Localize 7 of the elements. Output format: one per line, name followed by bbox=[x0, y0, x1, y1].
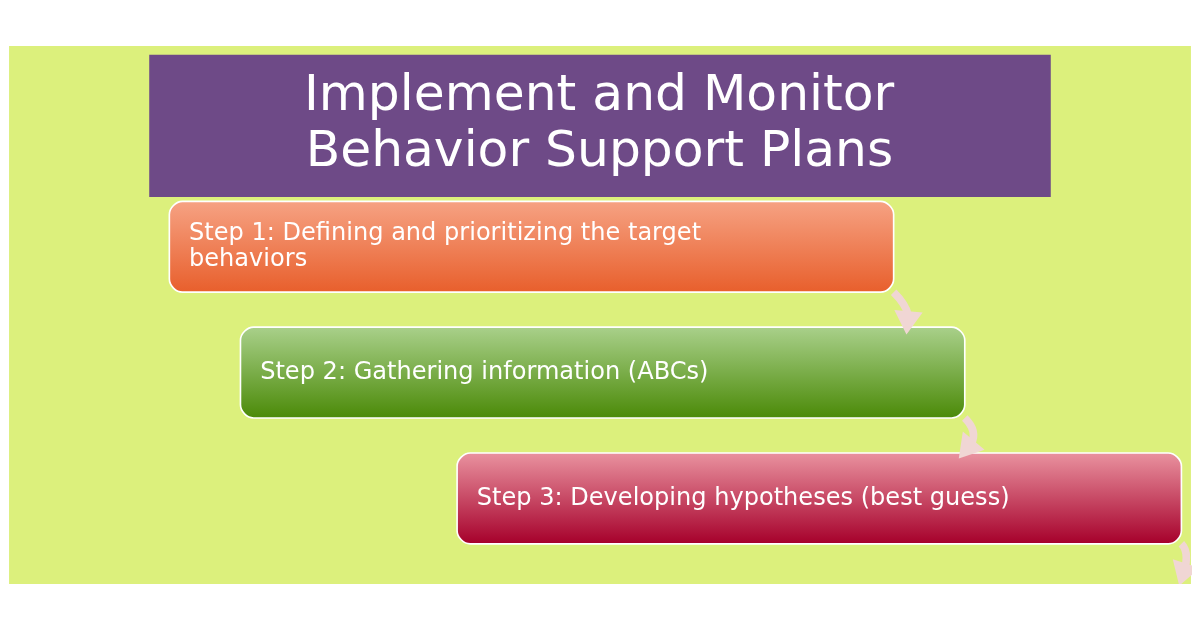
diagram-title: Implement and Monitor Behavior Support Plans bbox=[304, 63, 895, 179]
arrow bbox=[958, 415, 985, 459]
node-box: Step 2: Gathering information (ABCs) bbox=[239, 326, 966, 419]
arrow bbox=[890, 289, 923, 335]
arrow bbox=[1172, 541, 1192, 584]
node-box: Step 3: Developing hypotheses (best guess) bbox=[456, 452, 1183, 545]
node-box: Step 1: Defining and prioritizing the target behaviors bbox=[168, 200, 895, 293]
